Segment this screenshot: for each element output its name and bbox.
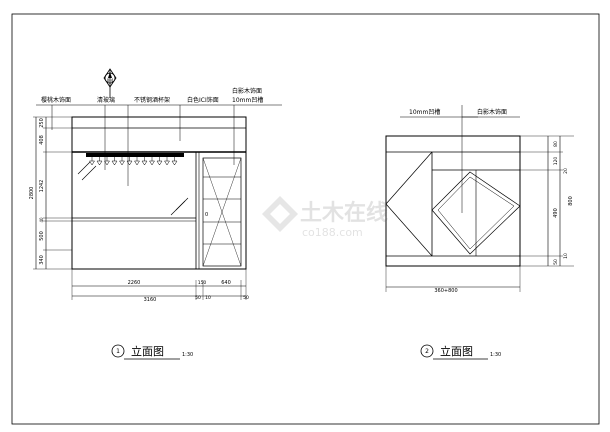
dim-2260: 2260 xyxy=(128,280,141,286)
label2-shadow-wood: 白影木饰面 xyxy=(477,108,507,116)
title-1-scale: 1:30 xyxy=(182,352,193,358)
glass-reflection xyxy=(81,165,97,181)
wine-glass xyxy=(96,157,103,166)
watermark: 土木在线 co188.com xyxy=(262,196,388,239)
elevation-1-outline xyxy=(71,116,247,270)
glass-reflection xyxy=(170,200,186,216)
dim2-10: 10 xyxy=(563,253,569,259)
label-cherry-panel: 樱桃木饰面 xyxy=(41,96,71,104)
material-labels-1: 樱桃木饰面 清玻璃 不锈钢酒杯架 白色ICI饰面 白影木饰面 10mm凹槽 xyxy=(41,87,263,186)
dim-50b: 50 xyxy=(243,295,249,301)
wine-glass xyxy=(156,157,163,166)
shelf-cabinet xyxy=(202,157,242,267)
watermark-sub: co188.com xyxy=(302,226,363,239)
label-white-paint: 白色ICI饰面 xyxy=(187,96,219,104)
dim2-total: 800 xyxy=(568,196,574,206)
dim2-50: 50 xyxy=(553,259,559,265)
callout-sheet: 0-4 xyxy=(107,78,114,83)
dim2-490: 490 xyxy=(553,208,559,218)
elevation-2-outline xyxy=(385,135,521,267)
bottom-dimension-2: 360+800 xyxy=(385,266,521,294)
dim2-width: 360+800 xyxy=(434,288,457,294)
wine-glass xyxy=(134,157,140,166)
dim2-120: 120 xyxy=(553,157,559,166)
sheet-border xyxy=(11,13,600,425)
wine-glass xyxy=(141,157,148,166)
dim-1242: 1242 xyxy=(39,180,45,193)
label-groove: 10mm凹槽 xyxy=(232,96,263,104)
title-1-text: 立面图 xyxy=(131,344,164,358)
title-2-text: 立面图 xyxy=(440,344,473,358)
dim-150: 150 xyxy=(198,280,207,286)
svg-text:0: 0 xyxy=(205,212,208,218)
label-steel-rack: 不锈钢酒杯架 xyxy=(134,96,170,104)
dim-50a: 50 xyxy=(195,295,201,301)
wine-glass xyxy=(89,157,95,166)
elevation-2 xyxy=(385,135,521,267)
glass-reflection xyxy=(77,161,91,175)
label2-groove: 10mm凹槽 xyxy=(409,108,440,116)
dim2-80: 80 xyxy=(553,141,559,147)
hanging-glasses xyxy=(89,157,178,166)
wine-glass xyxy=(111,157,118,166)
title-block-1: 1 立面图 1:30 xyxy=(111,344,193,360)
bottom-dimensions-1: 2260 150 640 50 10 50 3160 xyxy=(71,269,249,303)
wine-glass xyxy=(164,157,170,166)
label-clear-glass: 清玻璃 xyxy=(97,96,115,104)
wine-glass xyxy=(119,157,125,166)
dim-40: 40 xyxy=(39,217,44,223)
elevation-1: 0 xyxy=(71,116,247,270)
wine-glass xyxy=(171,157,178,166)
right-dimensions-2: 80 120 20 490 50 10 800 xyxy=(520,135,574,267)
label-shadow-wood: 白影木饰面 xyxy=(232,87,262,95)
wine-glass-rack xyxy=(86,153,184,157)
dim-408: 408 xyxy=(39,135,45,145)
dim-500: 500 xyxy=(39,231,45,241)
section-callout: 1 0-4 xyxy=(103,68,117,98)
diamond-panel xyxy=(431,171,521,255)
watermark-logo-icon xyxy=(262,196,298,232)
left-dimensions-1: 250 408 1242 40 500 340 2800 xyxy=(29,116,72,270)
dim-250: 250 xyxy=(39,118,45,128)
title-block-2: 2 立面图 1:30 xyxy=(420,344,501,360)
wine-glass xyxy=(104,157,110,166)
dim2-20: 20 xyxy=(563,168,569,174)
title-1-number: 1 xyxy=(116,348,120,355)
dim-total-height: 2800 xyxy=(29,187,35,200)
dim-10: 10 xyxy=(205,295,211,301)
watermark-main: 土木在线 xyxy=(300,200,388,226)
material-labels-2: 10mm凹槽 白影木饰面 xyxy=(409,105,507,213)
callout-number: 1 xyxy=(109,73,112,78)
title-2-scale: 1:30 xyxy=(490,352,501,358)
dim-640: 640 xyxy=(221,280,231,286)
dim-total-width: 3160 xyxy=(144,297,157,303)
wine-glass xyxy=(149,157,155,166)
dim-340: 340 xyxy=(39,255,45,265)
title-2-number: 2 xyxy=(425,348,429,355)
